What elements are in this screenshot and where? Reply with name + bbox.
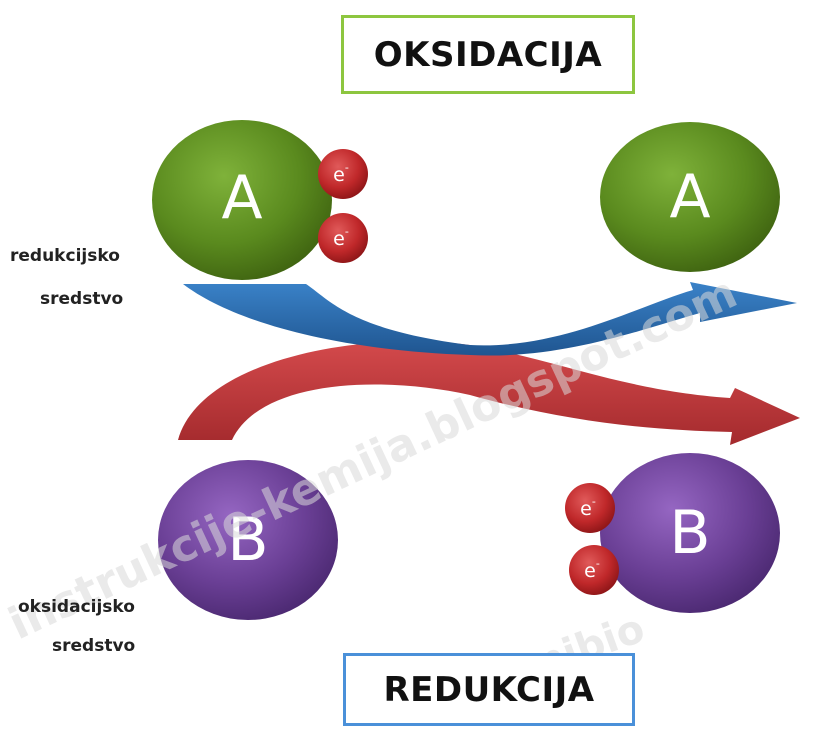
electron-a-2	[318, 213, 368, 263]
atom-b-right-label: B	[669, 498, 710, 568]
electron-b-2-label: e-	[584, 557, 600, 583]
atom-a-left-label: A	[221, 163, 262, 233]
electron-a-1-label: e-	[333, 161, 349, 187]
atom-b-left-label: B	[227, 505, 268, 575]
reducing-agent-label-line2: sredstvo	[40, 289, 124, 309]
oxidation-arrow	[183, 282, 797, 356]
reduction-arrow	[178, 341, 800, 445]
electron-b-1-label: e-	[580, 495, 596, 521]
electron-a-2-label: e-	[333, 225, 349, 251]
atom-b-left	[158, 460, 338, 620]
electron-b-1	[565, 483, 615, 533]
oxidizing-agent-label-line1: oksidacijsko	[18, 597, 135, 617]
atom-b-right	[600, 453, 780, 613]
reducing-agent-label-line1: redukcijsko	[10, 246, 120, 266]
reduction-title: REDUKCIJA	[343, 653, 635, 726]
atom-a-left	[152, 120, 332, 280]
atom-a-right-label: A	[669, 162, 710, 232]
atom-a-right	[600, 122, 780, 272]
electron-b-2	[569, 545, 619, 595]
oxidizing-agent-label-line2: sredstvo	[52, 636, 136, 656]
oxidation-title: OKSIDACIJA	[341, 15, 635, 94]
electron-a-1	[318, 149, 368, 199]
